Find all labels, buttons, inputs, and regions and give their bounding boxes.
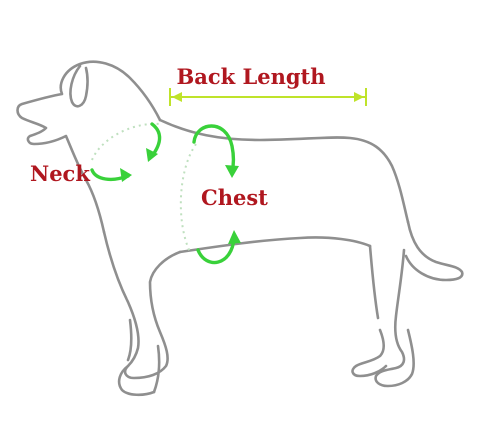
chest-label: Chest [201,185,268,210]
neck-label: Neck [30,161,90,186]
back-length-measure [169,88,367,106]
neck-arrow-icon [90,122,162,182]
back-length-label: Back Length [176,64,325,89]
chest-guide [179,143,197,253]
dog-outline-icon [16,60,464,397]
chest-arrow-icon [192,124,241,265]
